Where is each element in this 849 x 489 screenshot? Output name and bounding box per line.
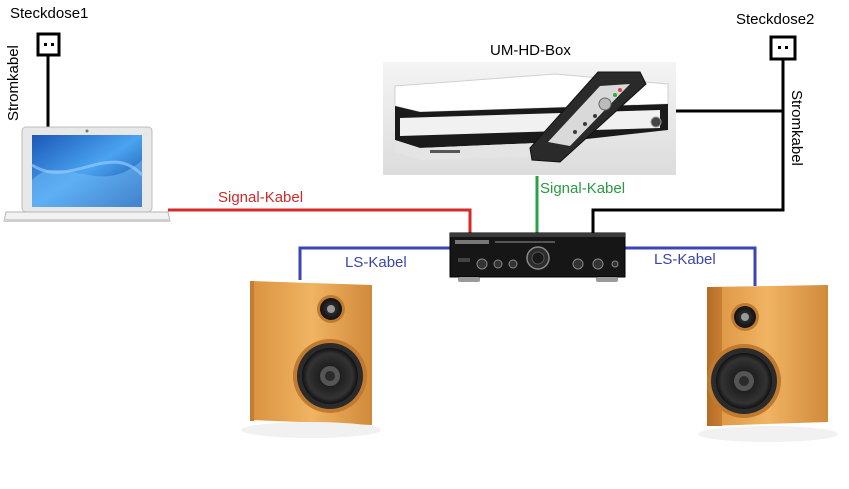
power-cable-right	[591, 58, 785, 235]
outlet-1-label: Steckdose1	[10, 5, 89, 22]
power-outlet-icon	[769, 35, 797, 61]
box-label: UM-HD-Box	[490, 42, 571, 59]
speaker-cable-left	[298, 246, 450, 280]
speaker-cable-right	[624, 246, 757, 286]
power-outlet-icon	[36, 32, 61, 57]
signal-cable-laptop	[168, 208, 472, 234]
speaker-icon	[698, 285, 838, 442]
signal-cable-laptop-label: Signal-Kabel	[218, 189, 304, 206]
remote-control-icon	[529, 71, 647, 163]
signal-cable-box-label: Signal-Kabel	[540, 180, 626, 197]
speaker-icon	[241, 281, 381, 438]
outlet-2-label: Steckdose2	[736, 11, 815, 28]
speaker-cable-left-label: LS-Kabel	[345, 254, 407, 271]
laptop-icon	[3, 126, 171, 222]
power-cable-left-label: Stromkabel	[5, 45, 22, 121]
amplifier-icon	[449, 232, 626, 282]
power-cable-right-label: Stromkabel	[788, 90, 805, 166]
speaker-cable-right-label: LS-Kabel	[654, 251, 716, 268]
